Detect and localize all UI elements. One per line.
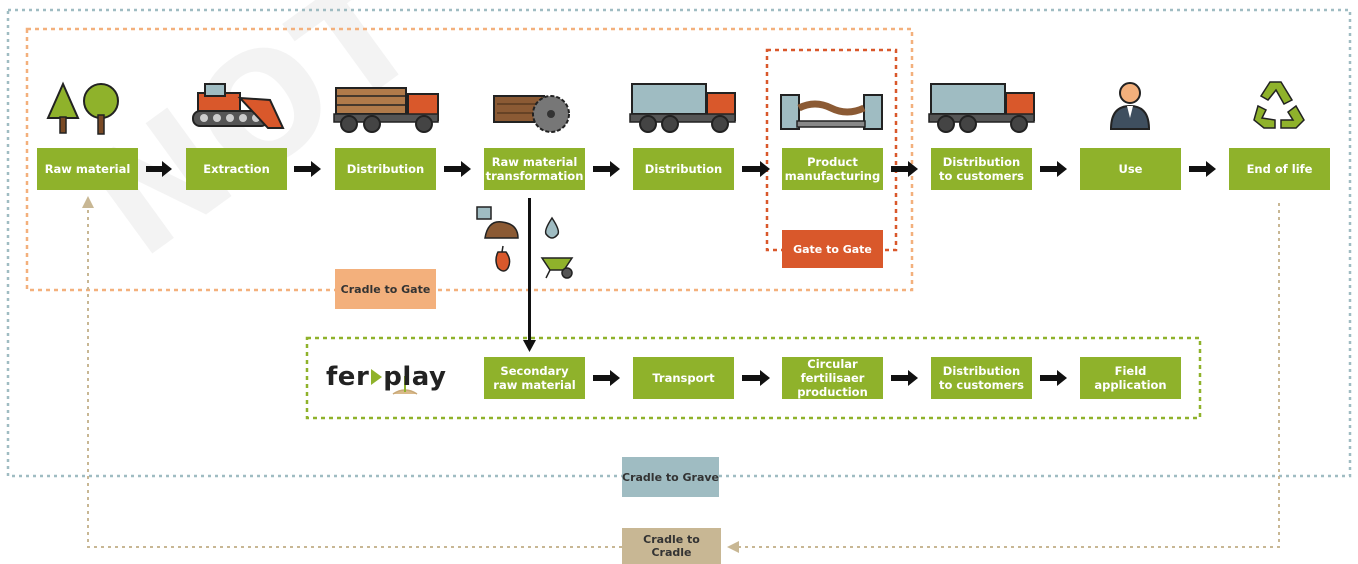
person-icon	[1109, 82, 1151, 130]
cradle-to-grave-label: Cradle to Grave	[622, 457, 719, 497]
extraction-step: Extraction	[186, 148, 287, 190]
log-truck-icon	[333, 87, 439, 133]
circular-fertiliser-production-step: Circular fertilisaer production	[782, 357, 883, 399]
cradle-to-gate-boundary	[25, 27, 914, 292]
distribution-step-2: Distribution	[633, 148, 734, 190]
cradle-to-cradle-arrowhead	[727, 541, 739, 553]
lathe-icon	[780, 94, 883, 130]
recycle-icon	[1253, 81, 1305, 129]
cradle-to-cradle-loop-left	[87, 208, 622, 548]
gate-to-gate-label: Gate to Gate	[782, 230, 883, 268]
product-manufacturing-step: Product manufacturing	[782, 148, 883, 190]
bulldozer-icon	[192, 83, 285, 129]
cradle-to-gate-label: Cradle to Gate	[335, 269, 436, 309]
saw-icon	[493, 95, 570, 133]
use-step: Use	[1080, 148, 1181, 190]
container-truck-icon-2	[928, 83, 1035, 133]
apple-core-icon	[495, 245, 511, 272]
water-drop-icon	[544, 216, 560, 239]
field-application-step: Field application	[1080, 357, 1181, 399]
byproduct-link-line	[528, 198, 531, 342]
sawdust-icon	[476, 206, 519, 239]
ferplay-sprout-icon	[392, 376, 418, 395]
logo-part-2: play	[383, 362, 447, 392]
trees-icon	[46, 81, 119, 135]
secondary-flow-arrows	[593, 370, 1067, 386]
transport-step: Transport	[633, 357, 734, 399]
main-flow-arrows	[146, 161, 1216, 177]
raw-material-arrowhead	[82, 196, 94, 208]
secondary-raw-material-step: Secondary raw material	[484, 357, 585, 399]
cradle-to-cradle-label: Cradle to Cradle	[622, 528, 721, 564]
distribution-step: Distribution	[335, 148, 436, 190]
distribution-to-customers-step: Distribution to customers	[931, 148, 1032, 190]
end-of-life-step: End of life	[1229, 148, 1330, 190]
logo-arrow-icon	[371, 368, 383, 385]
cradle-to-cradle-loop-right	[735, 203, 1280, 548]
logo-part-1: fer	[326, 362, 370, 392]
raw-material-step: Raw material	[37, 148, 138, 190]
ferplay-boundary	[305, 336, 1202, 420]
cradle-to-grave-boundary	[6, 8, 1352, 478]
raw-material-transformation-step: Raw material transformation	[484, 148, 585, 190]
byproduct-link-arrowhead	[523, 340, 536, 352]
wheelbarrow-icon	[540, 257, 574, 279]
distribution-to-customers-secondary-step: Distribution to customers	[931, 357, 1032, 399]
container-truck-icon	[629, 83, 736, 133]
